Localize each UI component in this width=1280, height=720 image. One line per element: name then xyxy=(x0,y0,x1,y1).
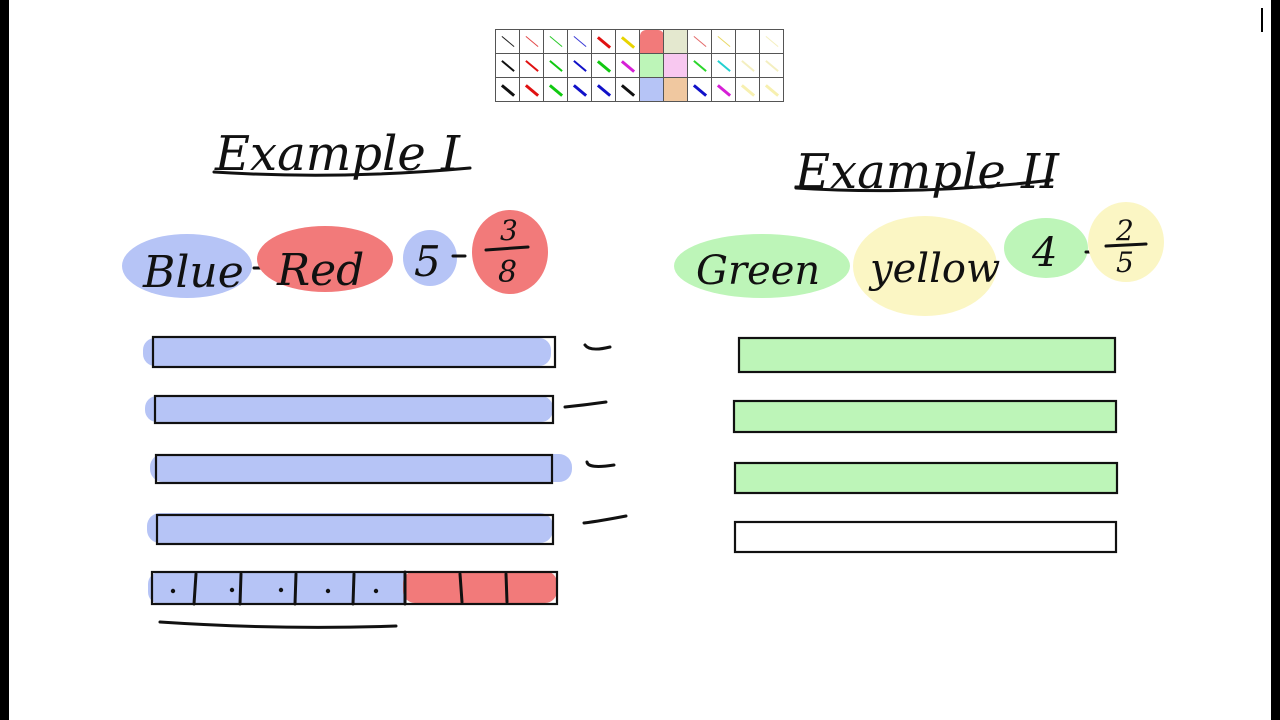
fraction-numerator-2: 2 xyxy=(1115,214,1134,247)
bar-g2-fill xyxy=(733,401,1116,432)
example1-bar-3 xyxy=(154,453,554,485)
fraction-bar-2 xyxy=(1104,242,1148,248)
yellow-highlight xyxy=(853,216,997,316)
example1-bar-4 xyxy=(155,513,555,546)
label-red: Red xyxy=(276,245,364,296)
check-mark-4 xyxy=(582,514,628,525)
highlighter-swatch[interactable] xyxy=(639,77,664,102)
example1-bar-1 xyxy=(151,335,557,369)
label-green: Green xyxy=(696,248,820,294)
bar-g3-fill xyxy=(734,463,1117,493)
example2-bars xyxy=(732,336,1119,554)
fraction-numerator-3: 3 xyxy=(500,214,518,247)
pen-swatch-icon[interactable] xyxy=(759,77,784,102)
example2-bar-4-empty xyxy=(733,520,1118,554)
whole-number-5: 5 xyxy=(414,237,441,286)
bar2-fill xyxy=(145,396,553,422)
example2-bar-2 xyxy=(732,399,1118,434)
fraction-highlight-red xyxy=(472,210,548,294)
bar5-blue-fill xyxy=(148,572,410,604)
whole-highlight-blue xyxy=(403,230,457,286)
pen-swatch-icon[interactable] xyxy=(519,77,544,102)
highlighter-swatch[interactable] xyxy=(639,53,664,78)
example1-bar-2 xyxy=(153,394,555,425)
label-blue: Blue xyxy=(142,247,244,298)
example2-bar-3 xyxy=(733,461,1119,495)
pen-swatch-icon[interactable] xyxy=(735,77,760,102)
fraction-highlight-yellow xyxy=(1088,202,1164,282)
pen-swatch-icon[interactable] xyxy=(711,53,736,78)
color-palette[interactable] xyxy=(495,29,784,102)
highlighter-swatch[interactable] xyxy=(735,29,760,54)
highlighter-swatch[interactable] xyxy=(663,77,688,102)
palette-row xyxy=(495,77,784,102)
bar4-fill xyxy=(147,513,553,543)
palette-row xyxy=(495,29,784,54)
check-mark-1 xyxy=(583,343,612,351)
example2-bar-1 xyxy=(737,336,1117,374)
pen-swatch-icon[interactable] xyxy=(519,53,544,78)
label-yellow: yellow xyxy=(868,246,1000,292)
example1-title-underline xyxy=(212,166,472,177)
fraction-denominator-8: 8 xyxy=(498,255,517,290)
bar5-dots xyxy=(170,587,379,594)
highlighter-swatch[interactable] xyxy=(663,53,688,78)
window-edge xyxy=(1271,285,1280,720)
bar5-dividers xyxy=(192,570,509,606)
fraction-bar-1 xyxy=(484,245,530,252)
bar-g1-fill xyxy=(738,338,1115,372)
example2-title: Example II xyxy=(794,144,1060,200)
fraction-denominator-5: 5 xyxy=(1116,246,1134,279)
red-highlight xyxy=(257,226,393,292)
check-mark-3 xyxy=(585,460,616,468)
pen-swatch-icon[interactable] xyxy=(567,77,592,102)
example2-title-underline xyxy=(794,178,1054,193)
whole-highlight-green xyxy=(1004,218,1088,278)
bar1-fill xyxy=(143,338,551,366)
blue-highlight xyxy=(122,234,252,298)
bar5-red-fill xyxy=(403,571,557,603)
pen-swatch-icon[interactable] xyxy=(567,53,592,78)
bar5-underline xyxy=(158,620,398,629)
example1-bars xyxy=(143,335,628,629)
whole-number-4: 4 xyxy=(1031,230,1057,276)
text-cursor xyxy=(1261,8,1263,32)
check-mark-2 xyxy=(563,400,608,409)
bar3-fill xyxy=(150,454,572,482)
green-highlight xyxy=(674,234,850,298)
